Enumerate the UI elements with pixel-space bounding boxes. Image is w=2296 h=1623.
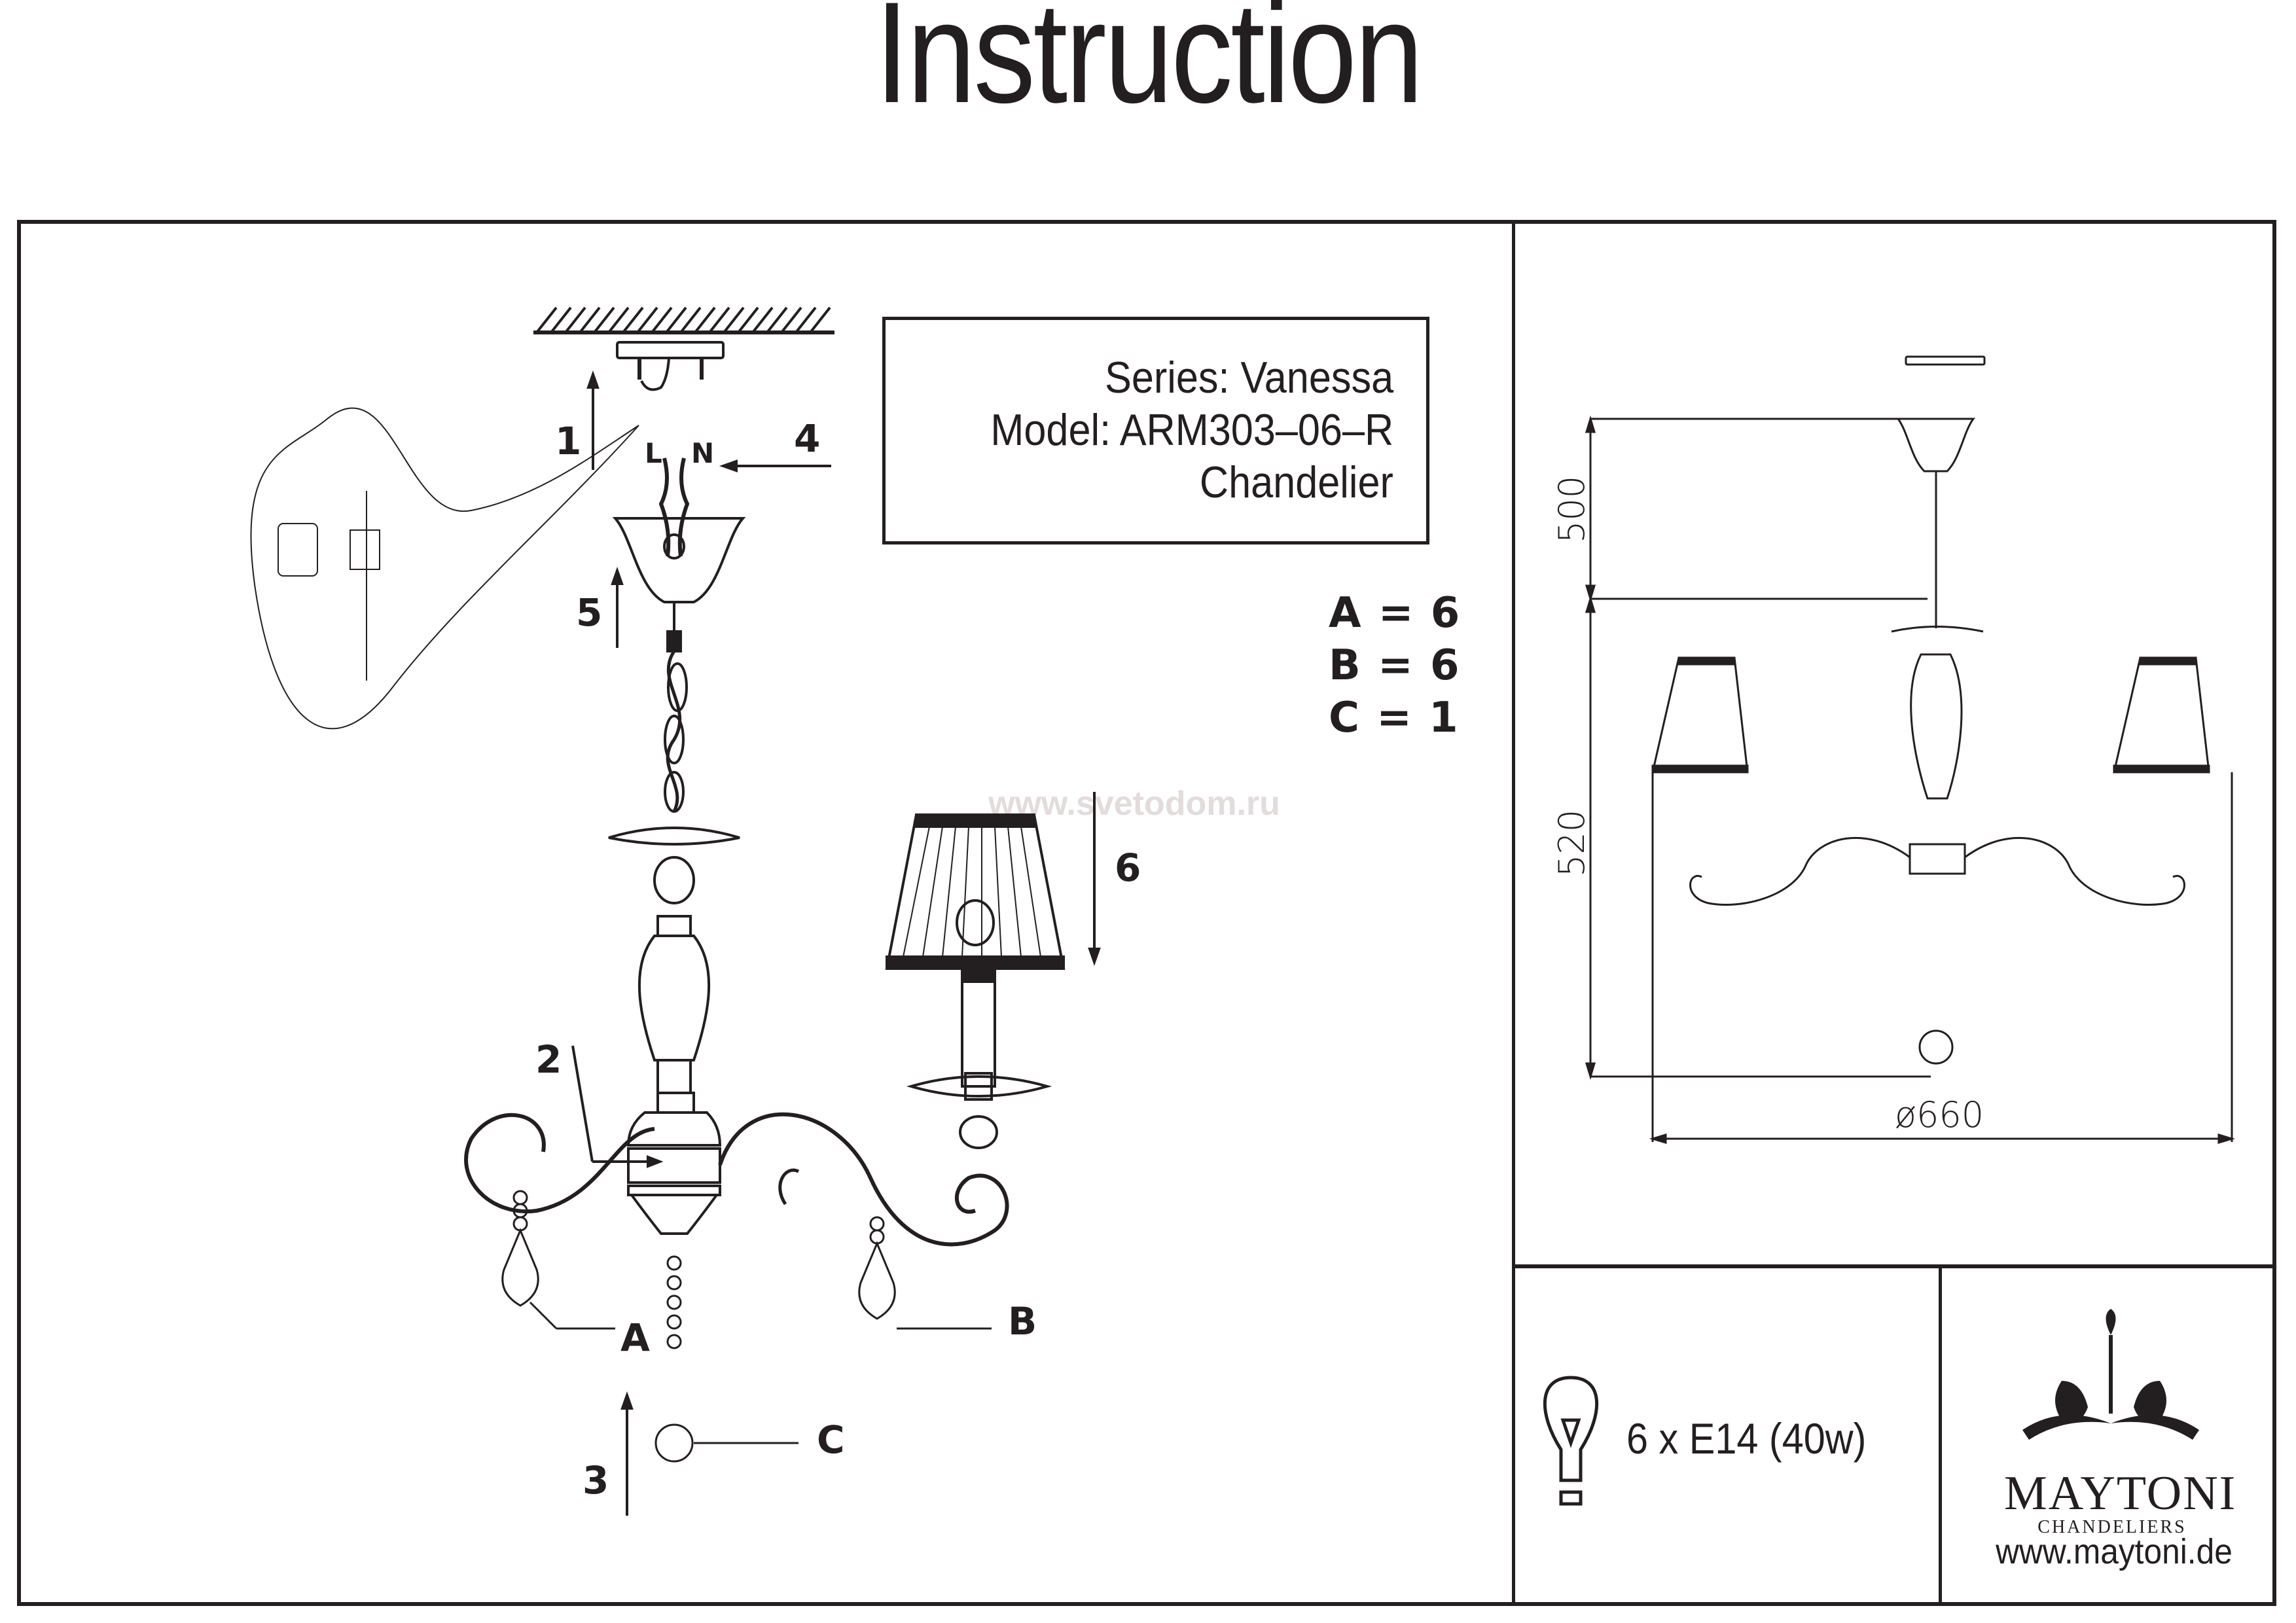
brand-website[interactable]: www.maytoni.de [1996, 1532, 2233, 1571]
wire-label-neutral: N [691, 437, 715, 469]
ceiling-hatch-icon [533, 306, 834, 334]
model-label: Model: ARM303–06–R [990, 405, 1393, 455]
step-number-2: 2 [535, 1037, 562, 1082]
dimension-drawing [1585, 355, 2236, 1145]
frame-divider-horizontal [1512, 1264, 2276, 1268]
chandelier-body [608, 827, 740, 1235]
product-info-box: Series: Vanessa Model: ARM303–06–R Chand… [882, 317, 1429, 544]
right-arm [718, 961, 1052, 1247]
step-number-1: 1 [555, 419, 582, 463]
wiring-detail-callout [250, 407, 639, 730]
left-arm [464, 1113, 655, 1214]
part-quantity-c: C = 1 [1329, 694, 1460, 742]
step-number-4: 4 [794, 416, 821, 461]
brand-subtitle: CHANDELIERS [2037, 1517, 2187, 1537]
lightbulb-icon [1543, 1376, 1599, 1506]
frame-divider-vertical [1512, 220, 1515, 1606]
wire-label-live: L [645, 437, 662, 469]
bulb-spec: 6 x E14 (40w) [1626, 1414, 1867, 1463]
step-number-6: 6 [1115, 846, 1141, 890]
mounting-bracket-icon [616, 341, 725, 391]
series-label: Series: Vanessa [1104, 353, 1393, 402]
step-number-3: 3 [583, 1458, 609, 1503]
crystal-pendants [501, 1190, 992, 1463]
watermark: www.svetodom.ru [988, 785, 1280, 823]
part-quantity-a: A = 6 [1329, 589, 1462, 637]
step-arrows [571, 370, 1101, 1516]
ceiling-canopy [612, 457, 746, 813]
part-quantity-b: B = 6 [1329, 641, 1461, 690]
product-type-label: Chandelier [1199, 457, 1393, 507]
part-label-b: B [1008, 1299, 1037, 1344]
frame-divider-footer [1939, 1264, 1942, 1606]
maytoni-logo-ornament-icon [2022, 1309, 2199, 1440]
document-title: Instruction [874, 0, 1423, 133]
lamp-shade [885, 813, 1066, 970]
part-label-c: C [817, 1418, 845, 1462]
drawing-frame [17, 220, 2276, 1606]
step-number-5: 5 [576, 590, 603, 635]
part-label-a: A [620, 1315, 650, 1360]
brand-name: MAYTONI [2004, 1467, 2237, 1520]
dimension-diameter: ø660 [1895, 1094, 1984, 1135]
bracket-small-icon [1905, 355, 1986, 366]
